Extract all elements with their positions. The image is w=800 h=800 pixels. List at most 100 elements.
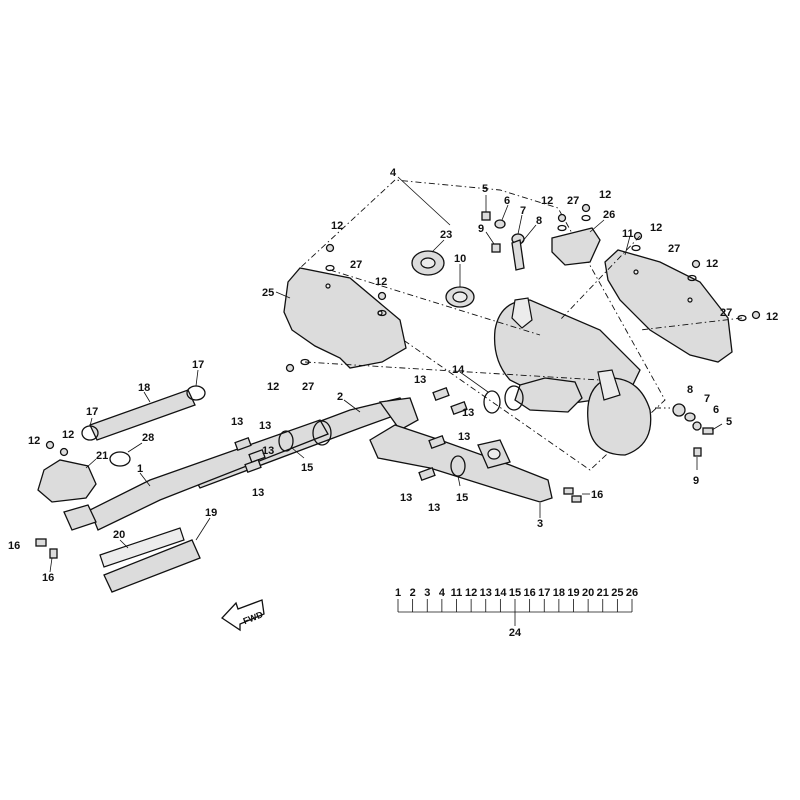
shield-hole — [633, 269, 639, 275]
leader-26 — [589, 219, 605, 233]
heat-shield-25 — [283, 267, 407, 369]
callout-12-g: 12 — [375, 276, 387, 288]
leader-21 — [85, 458, 97, 469]
kit-item-label: 19 — [567, 587, 579, 599]
kit-item-label: 2 — [410, 587, 416, 599]
leader-14 — [459, 371, 489, 393]
callout-12-i: 12 — [28, 435, 40, 447]
callout-17-b: 17 — [86, 406, 98, 418]
callout-13-c: 13 — [458, 431, 470, 443]
leader-2 — [343, 399, 361, 413]
kit-item-label: 4 — [439, 587, 446, 599]
nut-12 — [325, 243, 335, 253]
callout-25: 25 — [262, 287, 274, 299]
callout-23: 23 — [440, 229, 452, 241]
callout-13-b: 13 — [462, 407, 474, 419]
callout-12-c: 12 — [650, 222, 662, 234]
leader-5-right — [711, 423, 723, 431]
bolt-16-left — [35, 538, 47, 547]
callout-13-a: 13 — [414, 374, 426, 386]
kit-item-label: 1 — [395, 587, 401, 599]
header-pipe-3 — [369, 424, 553, 503]
callout-16-a: 16 — [591, 489, 603, 501]
leader-28 — [127, 442, 143, 453]
leader-4 — [397, 176, 451, 226]
callout-5-right: 5 — [726, 416, 732, 428]
bolt-5 — [481, 211, 491, 221]
gasket-14 — [483, 390, 501, 414]
callout-12-f: 12 — [331, 220, 343, 232]
spring — [432, 387, 450, 401]
gasket-14-b — [504, 385, 524, 411]
callout-15-a: 15 — [301, 462, 313, 474]
kit-item-label: 21 — [597, 587, 609, 599]
fwd-label: FWD — [242, 609, 265, 626]
heat-shield-26 — [551, 227, 601, 266]
nut-12 — [691, 259, 701, 269]
align-line — [559, 235, 641, 321]
leader-19 — [195, 517, 211, 541]
callout-13-e: 13 — [259, 420, 271, 432]
bolt-9 — [491, 243, 501, 253]
washer-27 — [687, 274, 697, 282]
muffler-bracket — [511, 297, 533, 329]
washer-6-right — [692, 421, 702, 431]
callout-10: 10 — [454, 253, 466, 265]
kit-item-label: 11 — [451, 587, 463, 599]
callout-12-h: 12 — [267, 381, 279, 393]
fwd-arrow-outline — [221, 599, 265, 632]
washer-7-right — [684, 412, 696, 422]
spring — [428, 435, 446, 449]
callout-12-b: 12 — [599, 189, 611, 201]
spring — [234, 437, 252, 451]
kit-item-label: 14 — [494, 587, 507, 599]
grommet-8-right — [672, 403, 686, 417]
callout-7: 7 — [520, 205, 526, 217]
align-line — [639, 317, 743, 331]
washer-27 — [631, 244, 641, 252]
callout-11: 11 — [622, 228, 634, 240]
callout-6-right: 6 — [713, 404, 719, 416]
align-line — [304, 361, 601, 381]
tube-20 — [99, 527, 185, 568]
leader-18 — [143, 391, 151, 403]
kit-item-label: 20 — [582, 587, 594, 599]
callout-27-a: 27 — [567, 195, 579, 207]
leader-16-lower — [49, 557, 53, 573]
callout-12-e: 12 — [766, 311, 778, 323]
kit-item-label: 18 — [553, 587, 565, 599]
nuts-12 — [45, 203, 761, 457]
leader-11 — [624, 235, 631, 256]
leader-15-left — [291, 447, 305, 459]
kit-item-label: 13 — [480, 587, 492, 599]
callout-27-d: 27 — [350, 259, 362, 271]
callout-20: 20 — [113, 529, 125, 541]
spring — [450, 401, 468, 415]
callout-4: 4 — [390, 167, 397, 179]
leader-8 — [521, 224, 537, 243]
nut-12 — [557, 213, 567, 223]
nut-12 — [45, 440, 55, 450]
callout-13-d: 13 — [231, 416, 243, 428]
nut-12 — [285, 363, 295, 373]
bolt-9-right — [693, 447, 702, 457]
align-line — [329, 269, 541, 336]
leader-20 — [119, 539, 129, 549]
header-pipe-1-flange — [63, 504, 97, 531]
pipe-18 — [89, 389, 196, 441]
shield-hole — [325, 283, 331, 289]
kit-item-label: 12 — [465, 587, 477, 599]
leader-17-left — [89, 417, 93, 427]
bolt-5-right — [702, 427, 714, 435]
callout-13-i: 13 — [428, 502, 440, 514]
gasket-15-left-a — [278, 430, 294, 452]
washer-6 — [494, 219, 506, 229]
bracket-8 — [511, 239, 525, 271]
leader-1 — [139, 472, 151, 487]
callout-12-j: 12 — [62, 429, 74, 441]
callout-2: 2 — [337, 391, 343, 403]
callout-3: 3 — [537, 518, 543, 530]
callout-28: 28 — [142, 432, 154, 444]
callout-16-c: 16 — [42, 572, 54, 584]
